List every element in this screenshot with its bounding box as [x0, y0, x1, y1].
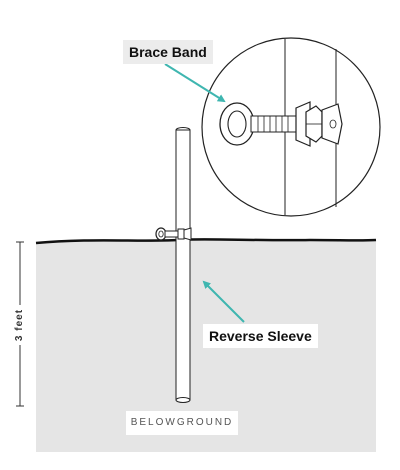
belowground-label: BELOWGROUND	[126, 411, 238, 435]
depth-label: 3 feet	[13, 305, 27, 345]
reverse-sleeve-callout-arrow	[202, 280, 245, 323]
reverse-sleeve-label: Reverse Sleeve	[203, 324, 318, 348]
brace-band-callout-arrow	[164, 63, 226, 103]
brace-band-small	[155, 227, 192, 241]
brace-band-label: Brace Band	[123, 40, 213, 64]
ground-surface-line	[35, 238, 377, 245]
brace-band-detail-view	[201, 37, 381, 217]
sleeve-pole	[175, 127, 191, 403]
